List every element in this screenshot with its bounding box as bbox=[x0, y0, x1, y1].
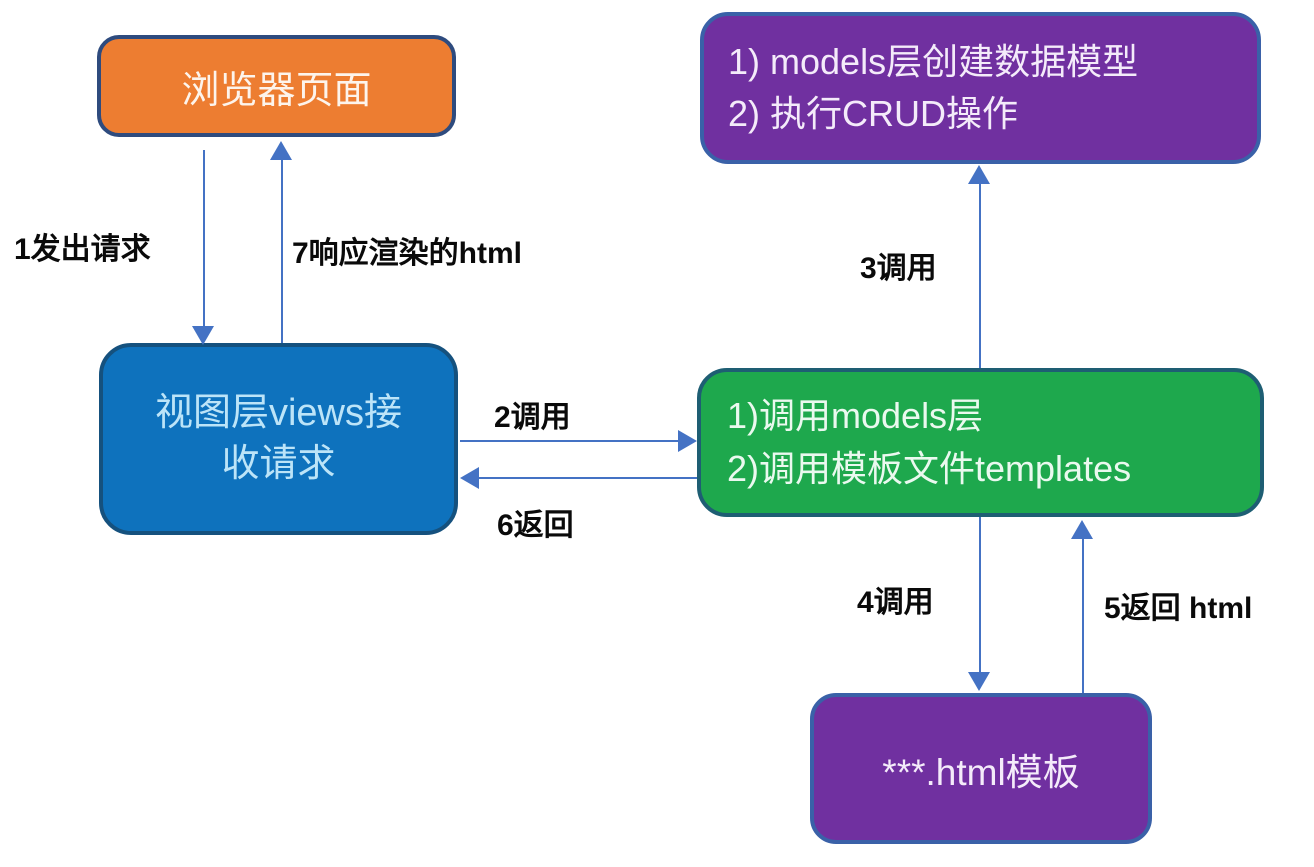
node-views-layer: 视图层views接 收请求 bbox=[99, 343, 458, 535]
edge-label-4-call: 4调用 bbox=[857, 586, 934, 619]
arrow-6-return-head-icon bbox=[460, 467, 479, 489]
arrow-5-return-head-icon bbox=[1071, 520, 1093, 539]
arrow-4-call-line bbox=[979, 517, 981, 675]
node-html-template: ***.html模板 bbox=[810, 693, 1152, 844]
arrow-1-request-line bbox=[203, 150, 205, 328]
arrow-2-call-line bbox=[460, 440, 681, 442]
arrow-7-response-line bbox=[281, 158, 283, 343]
node-browser-page: 浏览器页面 bbox=[97, 35, 456, 137]
edge-label-2-call: 2调用 bbox=[494, 401, 571, 434]
arrow-5-return-line bbox=[1082, 537, 1084, 693]
node-views-process: 1)调用models层 2)调用模板文件templates bbox=[697, 368, 1264, 517]
edge-label-1-send-request: 1发出请求 bbox=[14, 233, 151, 266]
node-models-layer: 1) models层创建数据模型 2) 执行CRUD操作 bbox=[700, 12, 1261, 164]
edge-label-7-response-html: 7响应渲染的html bbox=[292, 237, 523, 270]
arrow-7-response-head-icon bbox=[270, 141, 292, 160]
arrow-4-call-head-icon bbox=[968, 672, 990, 691]
edge-label-6-return: 6返回 bbox=[497, 509, 574, 542]
arrow-3-call-head-icon bbox=[968, 165, 990, 184]
edge-label-5-return-html: 5返回 html bbox=[1104, 592, 1253, 625]
arrow-6-return-line bbox=[477, 477, 697, 479]
arrow-3-call-line bbox=[979, 182, 981, 368]
edge-label-3-call: 3调用 bbox=[860, 252, 937, 285]
arrow-1-request-head-icon bbox=[192, 326, 214, 345]
arrow-2-call-head-icon bbox=[678, 430, 697, 452]
